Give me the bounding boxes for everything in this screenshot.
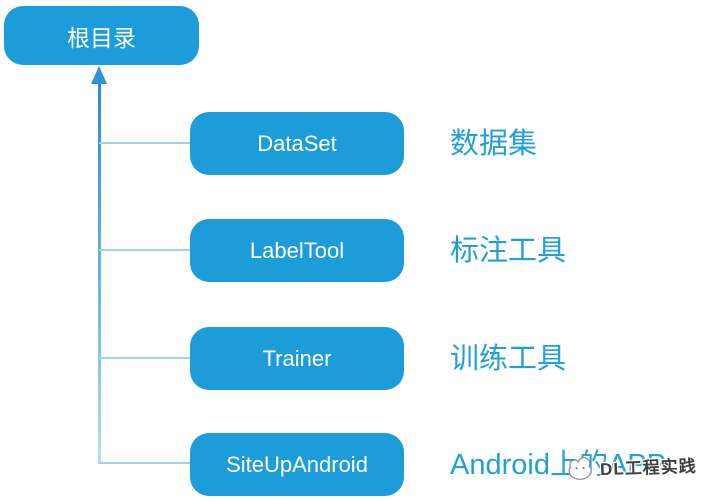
branch-connector-siteupandroid — [99, 462, 190, 464]
node-trainer: Trainer — [190, 327, 404, 390]
node-dataset-label: DataSet — [257, 130, 337, 156]
root-directory-label: 根目录 — [67, 24, 136, 51]
cloud-logo-icon — [568, 457, 592, 480]
watermark-text: DL工程实践 — [599, 456, 698, 479]
description-trainer: 训练工具 — [450, 343, 567, 375]
description-siteupandroid: Android上的APP — [450, 449, 666, 481]
trunk-connector-line — [98, 84, 101, 464]
watermark: DL工程实践 — [565, 448, 697, 485]
node-trainer-label: Trainer — [262, 345, 332, 371]
node-siteupandroid-label: SiteUpAndroid — [226, 451, 368, 477]
root-directory-node: 根目录 — [4, 6, 199, 65]
node-labeltool: LabelTool — [190, 219, 404, 282]
branch-connector-trainer — [99, 357, 190, 359]
branch-connector-dataset — [99, 142, 190, 144]
description-dataset: 数据集 — [450, 128, 538, 160]
arrow-up-icon — [91, 66, 107, 84]
description-labeltool: 标注工具 — [450, 235, 567, 267]
node-labeltool-label: LabelTool — [249, 237, 345, 263]
node-siteupandroid: SiteUpAndroid — [190, 433, 404, 496]
branch-connector-labeltool — [99, 249, 190, 251]
node-dataset: DataSet — [190, 112, 404, 175]
